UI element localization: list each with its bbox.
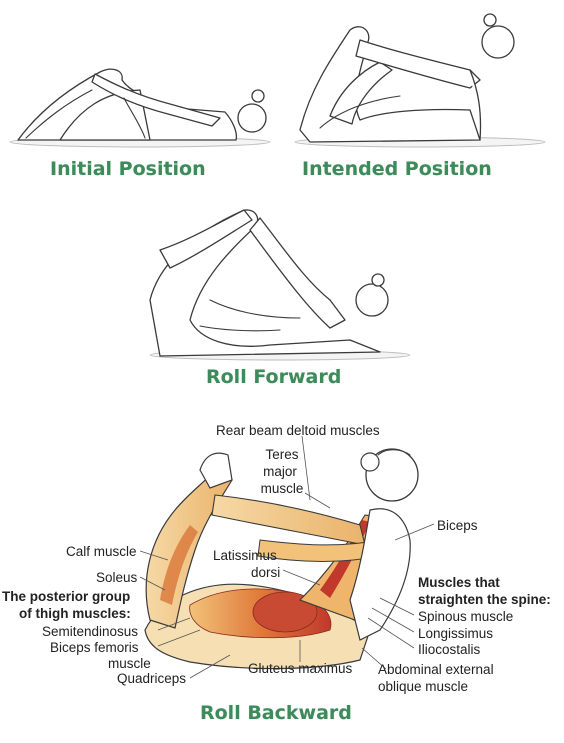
- label-rear-deltoid: Rear beam deltoid muscles: [216, 423, 380, 438]
- label-biceps: Biceps: [437, 518, 478, 533]
- label-teres-1: Teres: [265, 447, 299, 462]
- label-latissimus-1: Latissimus: [213, 548, 277, 563]
- leader-lines: [139, 435, 435, 679]
- label-gluteus-maximus: Gluteus maximus: [248, 661, 353, 676]
- label-calf-muscle: Calf muscle: [66, 544, 137, 559]
- figure-initial-position: [9, 68, 271, 148]
- caption-roll-backward: Roll Backward: [200, 702, 352, 724]
- label-abdominal-2: oblique muscle: [378, 679, 469, 694]
- label-iliocostalis: Iliocostalis: [418, 642, 481, 657]
- label-abdominal-1: Abdominal external: [378, 662, 494, 677]
- caption-initial-position: Initial Position: [50, 158, 206, 180]
- label-posterior-2: of thigh muscles:: [19, 606, 131, 621]
- label-posterior-1: The posterior group: [2, 589, 131, 604]
- label-spine-1: Muscles that: [418, 575, 500, 590]
- label-biceps-femoris-1: Biceps femoris: [50, 640, 139, 655]
- caption-intended-position: Intended Position: [302, 158, 492, 180]
- label-biceps-femoris-2: muscle: [108, 656, 151, 671]
- label-spine-2: straighten the spine:: [418, 592, 551, 607]
- label-quadriceps: Quadriceps: [117, 671, 187, 686]
- figure-intended-position: [294, 13, 546, 148]
- figure-roll-forward: [149, 209, 411, 361]
- label-semitendinosus: Semitendinosus: [42, 624, 139, 639]
- label-teres-2: major: [263, 464, 297, 479]
- label-spinous-muscle: Spinous muscle: [418, 609, 514, 624]
- label-latissimus-2: dorsi: [251, 565, 281, 580]
- label-soleus: Soleus: [96, 570, 138, 585]
- figure-roll-backward: [144, 448, 419, 670]
- label-teres-3: muscle: [260, 481, 304, 496]
- caption-roll-forward: Roll Forward: [206, 366, 342, 388]
- label-longissimus: Longissimus: [418, 626, 494, 641]
